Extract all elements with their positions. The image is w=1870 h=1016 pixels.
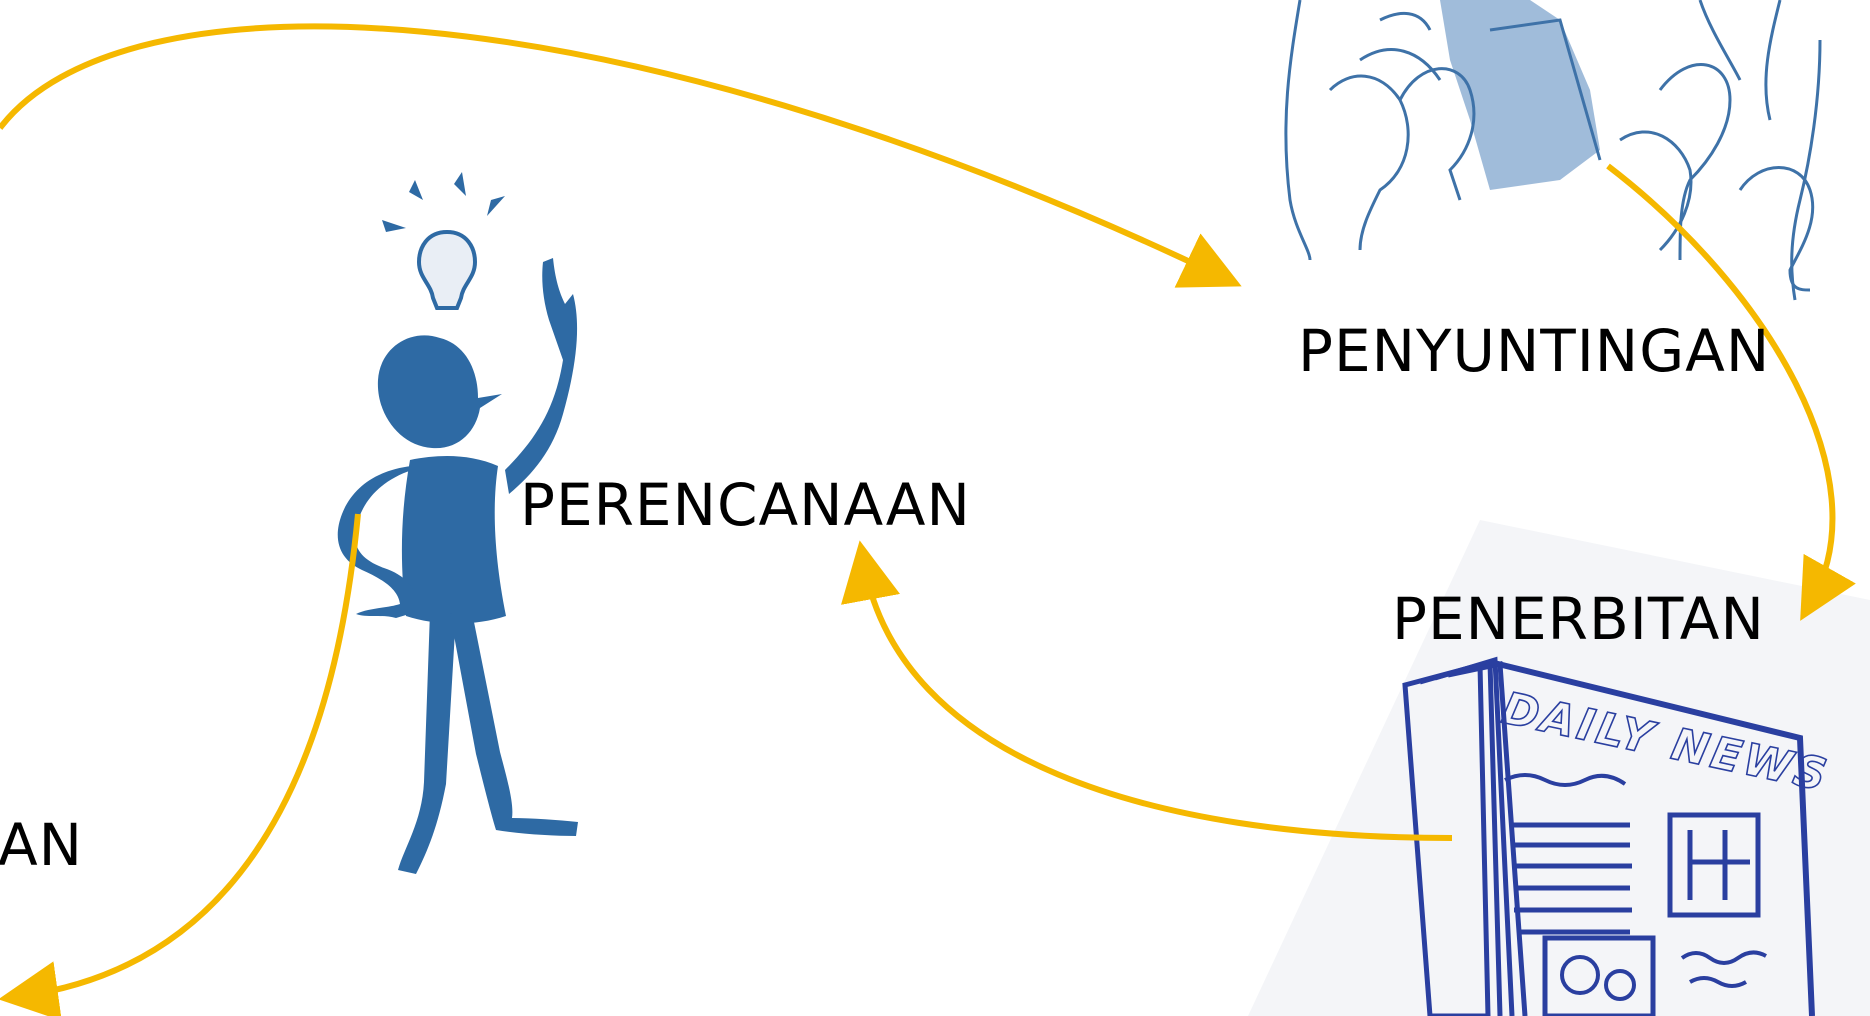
figure-right-leg xyxy=(450,612,578,836)
crowd-illustration xyxy=(1286,0,1820,300)
crowd-shaded-area xyxy=(1440,0,1600,190)
stage-label-editing: PENYUNTINGAN xyxy=(1298,322,1770,380)
stage-label-publishing: PENERBITAN xyxy=(1392,590,1765,648)
figure-head xyxy=(378,335,502,448)
lightbulb-icon xyxy=(419,232,475,308)
crowd-face-1 xyxy=(1330,76,1408,250)
figure-raised-arm xyxy=(505,258,577,494)
idea-rays xyxy=(382,172,505,232)
stage-label-cut-off: AN xyxy=(0,816,83,874)
figure-left-leg xyxy=(398,612,456,874)
arrow-to-editing xyxy=(0,27,1220,276)
stage-label-planning: PERENCANAAN xyxy=(520,476,971,534)
figure-torso xyxy=(402,456,506,623)
arrow-to-next-stage xyxy=(22,514,358,996)
crowd-face-3 xyxy=(1660,65,1730,260)
